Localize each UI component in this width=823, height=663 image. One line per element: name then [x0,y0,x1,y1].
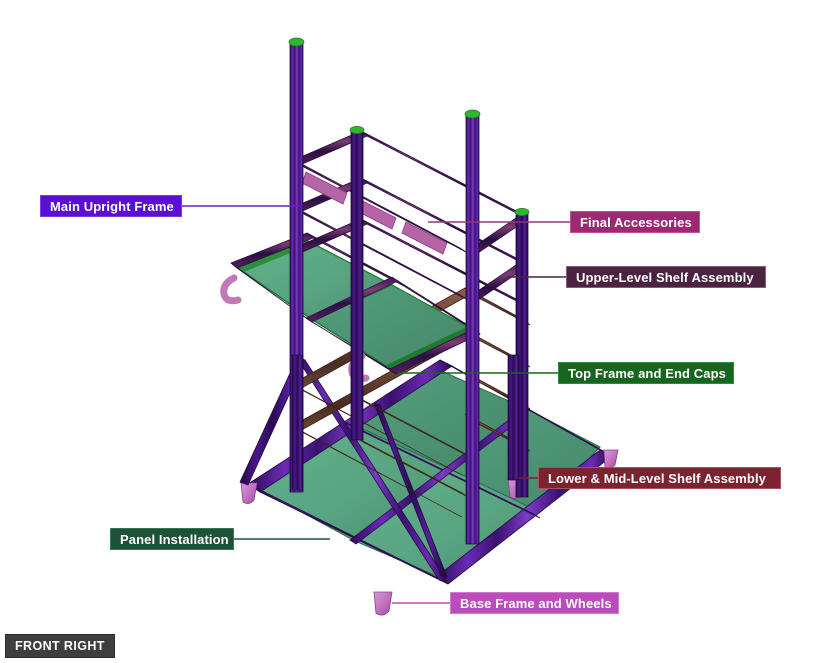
callout-label: Top Frame and End Caps [568,365,726,381]
view-orientation-label: FRONT RIGHT [15,639,105,653]
callout-lower-mid-level-shelf-assembly[interactable]: Lower & Mid-Level Shelf Assembly [538,467,781,489]
callout-main-upright-frame[interactable]: Main Upright Frame [40,195,182,217]
callout-final-accessories[interactable]: Final Accessories [570,211,700,233]
upright-end-caps [288,37,530,216]
leader-lines [182,205,570,604]
callout-label: Panel Installation [120,531,229,547]
callout-top-frame-and-end-caps[interactable]: Top Frame and End Caps [558,362,734,384]
view-orientation-badge: FRONT RIGHT [5,634,115,658]
callout-label: Upper-Level Shelf Assembly [576,269,754,285]
callout-label: Final Accessories [580,214,692,230]
callout-panel-installation[interactable]: Panel Installation [110,528,234,550]
callout-label: Base Frame and Wheels [460,595,612,611]
callout-label: Main Upright Frame [50,198,174,214]
callout-label: Lower & Mid-Level Shelf Assembly [548,470,766,486]
callout-upper-level-shelf-assembly[interactable]: Upper-Level Shelf Assembly [566,266,766,288]
callout-base-frame-and-wheels[interactable]: Base Frame and Wheels [450,592,619,614]
